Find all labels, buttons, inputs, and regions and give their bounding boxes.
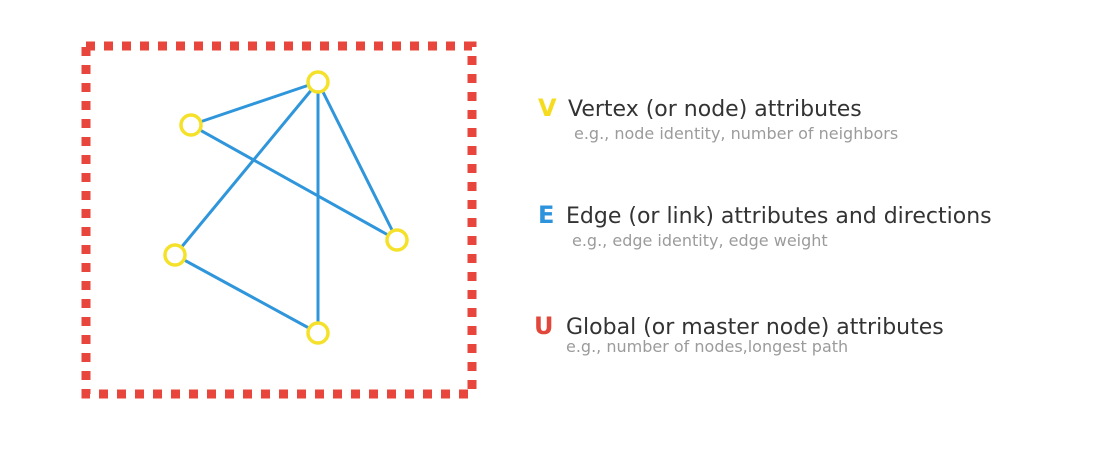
global-letter: U	[534, 312, 554, 340]
edge-example: e.g., edge identity, edge weight	[572, 231, 828, 250]
edge-left-bottom	[174, 253, 319, 335]
node-upper-left	[179, 113, 203, 137]
edge-top-left	[173, 81, 320, 256]
legend-vertex: V Vertex (or node) attributes e.g., node…	[538, 94, 898, 143]
legend-global: U Global (or master node) attributes e.g…	[534, 312, 944, 356]
vertex-letter: V	[538, 94, 557, 122]
nodes-layer	[163, 70, 409, 345]
edge-letter: E	[538, 201, 555, 229]
node-top	[306, 70, 330, 94]
vertex-title: Vertex (or node) attributes	[568, 97, 862, 122]
node-left	[163, 243, 187, 267]
edge-title: Edge (or link) attributes and directions	[566, 204, 992, 229]
global-attribute-border	[81, 41, 477, 399]
edges-layer	[173, 80, 399, 335]
edge-upper-left-right	[190, 123, 398, 242]
edge-upper-left-top	[190, 80, 319, 127]
legend-edge: E Edge (or link) attributes and directio…	[538, 201, 992, 250]
node-right	[385, 228, 409, 252]
vertex-example: e.g., node identity, number of neighbors	[574, 124, 899, 143]
node-bottom	[306, 321, 330, 345]
global-title: Global (or master node) attributes	[566, 315, 944, 340]
global-example: e.g., number of nodes,longest path	[566, 337, 849, 356]
edge-top-right	[316, 81, 399, 241]
